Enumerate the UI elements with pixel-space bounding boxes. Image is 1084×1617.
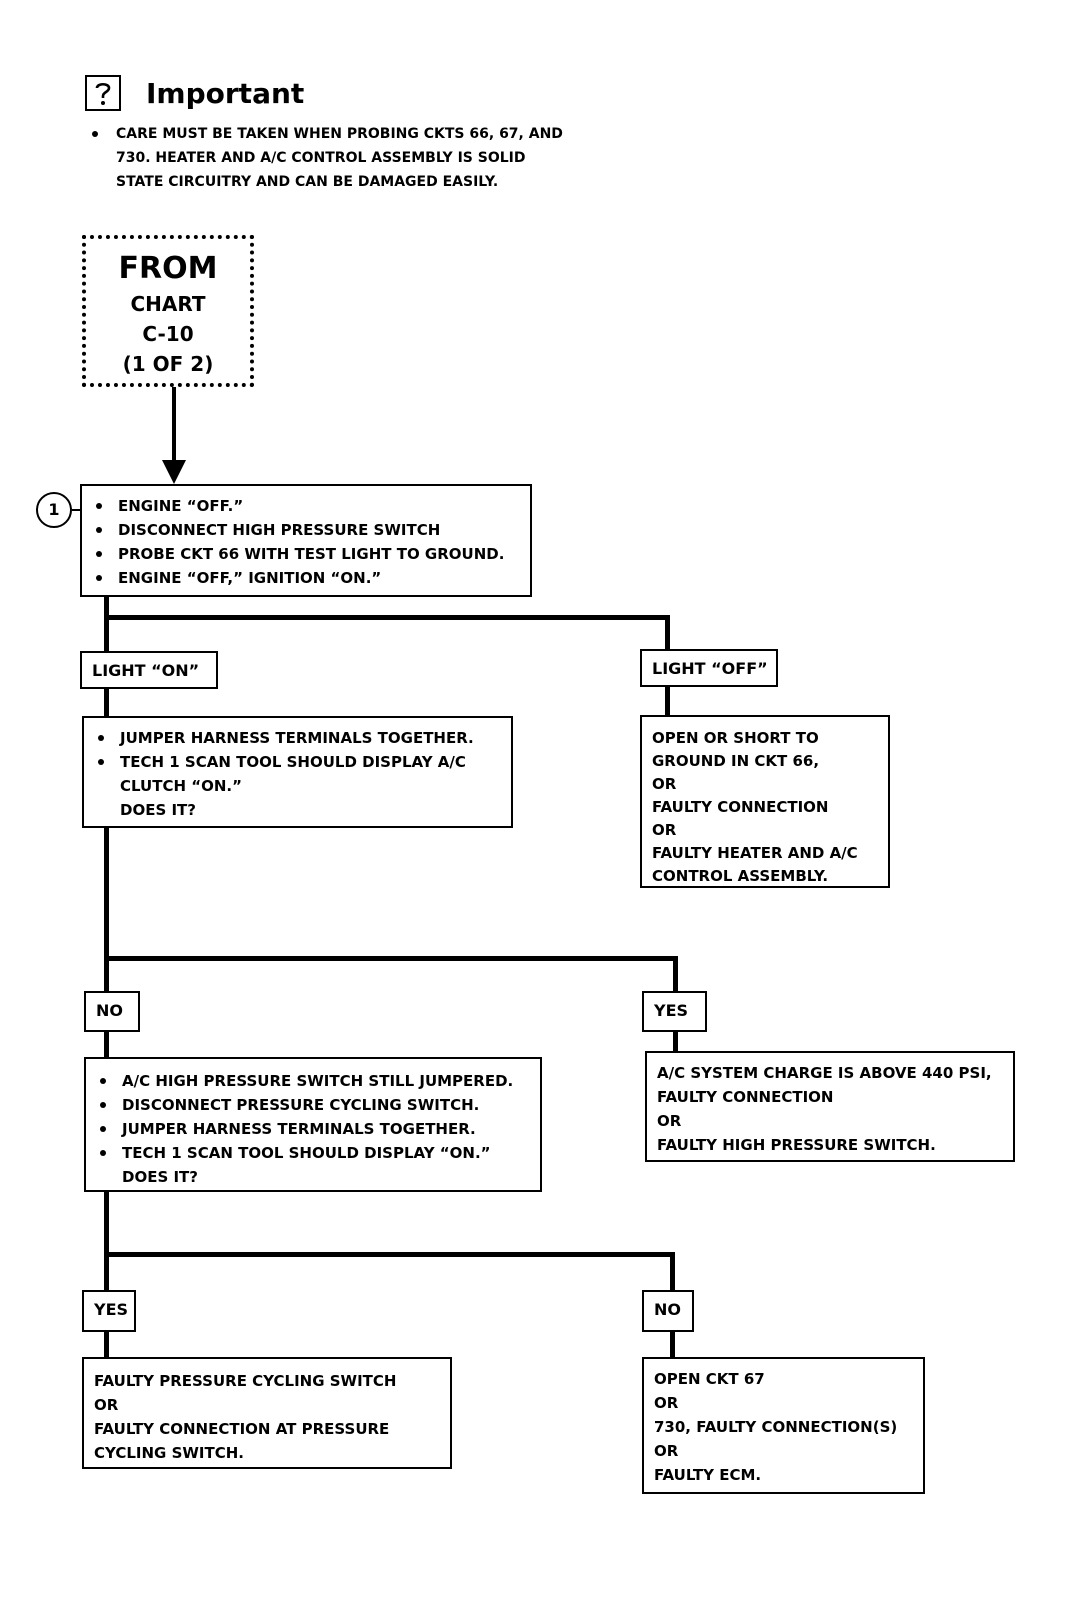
important-icon-box	[85, 75, 121, 111]
connector	[104, 1252, 675, 1257]
result-yes-box: A/C SYSTEM CHARGE IS ABOVE 440 PSI, FAUL…	[645, 1051, 1015, 1162]
connector	[673, 956, 678, 991]
step2-continuation: DOES IT?	[120, 801, 196, 819]
result-line: OR	[654, 1394, 679, 1412]
label-yes: YES	[82, 1290, 136, 1332]
step3-item: JUMPER HARNESS TERMINALS TOGETHER.	[92, 1117, 536, 1141]
marker-connector	[72, 509, 80, 511]
note-line: CARE MUST BE TAKEN WHEN PROBING CKTS 66,…	[116, 126, 563, 142]
result-line: OR	[652, 821, 677, 839]
result-line: FAULTY CONNECTION	[657, 1088, 834, 1106]
step3-item: DISCONNECT PRESSURE CYCLING SWITCH.	[92, 1093, 536, 1117]
result-line: FAULTY HIGH PRESSURE SWITCH.	[657, 1136, 936, 1154]
step-number: 1	[48, 500, 60, 519]
chart-page: (1 OF 2)	[122, 352, 214, 376]
label-no: NO	[84, 991, 140, 1032]
connector	[104, 689, 109, 716]
result-line: OR	[654, 1442, 679, 1460]
connector	[104, 828, 109, 991]
connector	[104, 597, 109, 653]
note-line: STATE CIRCUITRY AND CAN BE DAMAGED EASIL…	[116, 174, 499, 190]
result-line: 730, FAULTY CONNECTION(S)	[654, 1418, 898, 1436]
connector	[104, 615, 670, 620]
step3-box: A/C HIGH PRESSURE SWITCH STILL JUMPERED.…	[84, 1057, 542, 1192]
connector	[670, 1252, 675, 1290]
label-yes: YES	[642, 991, 707, 1032]
result-line: OPEN CKT 67	[654, 1370, 765, 1388]
note-line: 730. HEATER AND A/C CONTROL ASSEMBLY IS …	[116, 150, 526, 166]
step2-item: JUMPER HARNESS TERMINALS TOGETHER.	[90, 726, 507, 750]
step2-box: JUMPER HARNESS TERMINALS TOGETHER. TECH …	[82, 716, 513, 828]
question-mark-icon	[95, 82, 111, 105]
label-no: NO	[642, 1290, 694, 1332]
result-line: GROUND IN CKT 66,	[652, 752, 820, 770]
connector	[104, 1032, 109, 1057]
step2-item: TECH 1 SCAN TOOL SHOULD DISPLAY A/C	[90, 750, 507, 774]
from-label: FROM	[118, 251, 218, 286]
result-yes-final-box: FAULTY PRESSURE CYCLING SWITCH OR FAULTY…	[82, 1357, 452, 1469]
connector	[670, 1332, 675, 1357]
result-no-final-box: OPEN CKT 67 OR 730, FAULTY CONNECTION(S)…	[642, 1357, 925, 1494]
label-light-on: LIGHT “ON”	[80, 651, 218, 689]
result-line: OPEN OR SHORT TO	[652, 729, 819, 747]
step1-box: ENGINE “OFF.” DISCONNECT HIGH PRESSURE S…	[80, 484, 532, 597]
step2-continuation: CLUTCH “ON.”	[120, 777, 242, 795]
result-line: FAULTY CONNECTION AT PRESSURE	[94, 1420, 390, 1438]
result-line: A/C SYSTEM CHARGE IS ABOVE 440 PSI,	[657, 1064, 992, 1082]
connector	[104, 1332, 109, 1357]
step3-item: A/C HIGH PRESSURE SWITCH STILL JUMPERED.	[92, 1069, 536, 1093]
result-line: FAULTY HEATER AND A/C	[652, 844, 858, 862]
result-line: OR	[94, 1396, 119, 1414]
connector	[673, 1032, 678, 1051]
connector	[104, 956, 678, 961]
result-line: CYCLING SWITCH.	[94, 1444, 244, 1462]
arrow-head	[162, 460, 186, 484]
chart-number: C-10	[142, 322, 194, 346]
step1-item: PROBE CKT 66 WITH TEST LIGHT TO GROUND.	[88, 542, 526, 566]
result-line: OR	[652, 775, 677, 793]
step1-item: ENGINE “OFF,” IGNITION “ON.”	[88, 566, 526, 590]
result-line: FAULTY CONNECTION	[652, 798, 829, 816]
note-bullet	[92, 131, 98, 137]
step-marker: 1	[36, 492, 72, 528]
connector	[665, 615, 670, 651]
step3-item: TECH 1 SCAN TOOL SHOULD DISPLAY “ON.”	[92, 1141, 536, 1165]
connector	[665, 687, 670, 715]
from-chart-box: FROM CHART C-10 (1 OF 2)	[82, 235, 254, 387]
important-note: CARE MUST BE TAKEN WHEN PROBING CKTS 66,…	[88, 122, 563, 194]
result-line: FAULTY PRESSURE CYCLING SWITCH	[94, 1372, 397, 1390]
result-line: OR	[657, 1112, 682, 1130]
label-light-off: LIGHT “OFF”	[640, 649, 778, 687]
result-line: FAULTY ECM.	[654, 1466, 762, 1484]
step1-item: DISCONNECT HIGH PRESSURE SWITCH	[88, 518, 526, 542]
result-line: CONTROL ASSEMBLY.	[652, 867, 829, 885]
result-light-off-box: OPEN OR SHORT TO GROUND IN CKT 66, OR FA…	[640, 715, 890, 888]
arrow-shaft	[172, 387, 176, 465]
step1-item: ENGINE “OFF.”	[88, 494, 526, 518]
step3-continuation: DOES IT?	[122, 1168, 198, 1186]
important-title: Important	[146, 77, 305, 110]
chart-label: CHART	[130, 292, 206, 316]
connector	[104, 1192, 109, 1290]
